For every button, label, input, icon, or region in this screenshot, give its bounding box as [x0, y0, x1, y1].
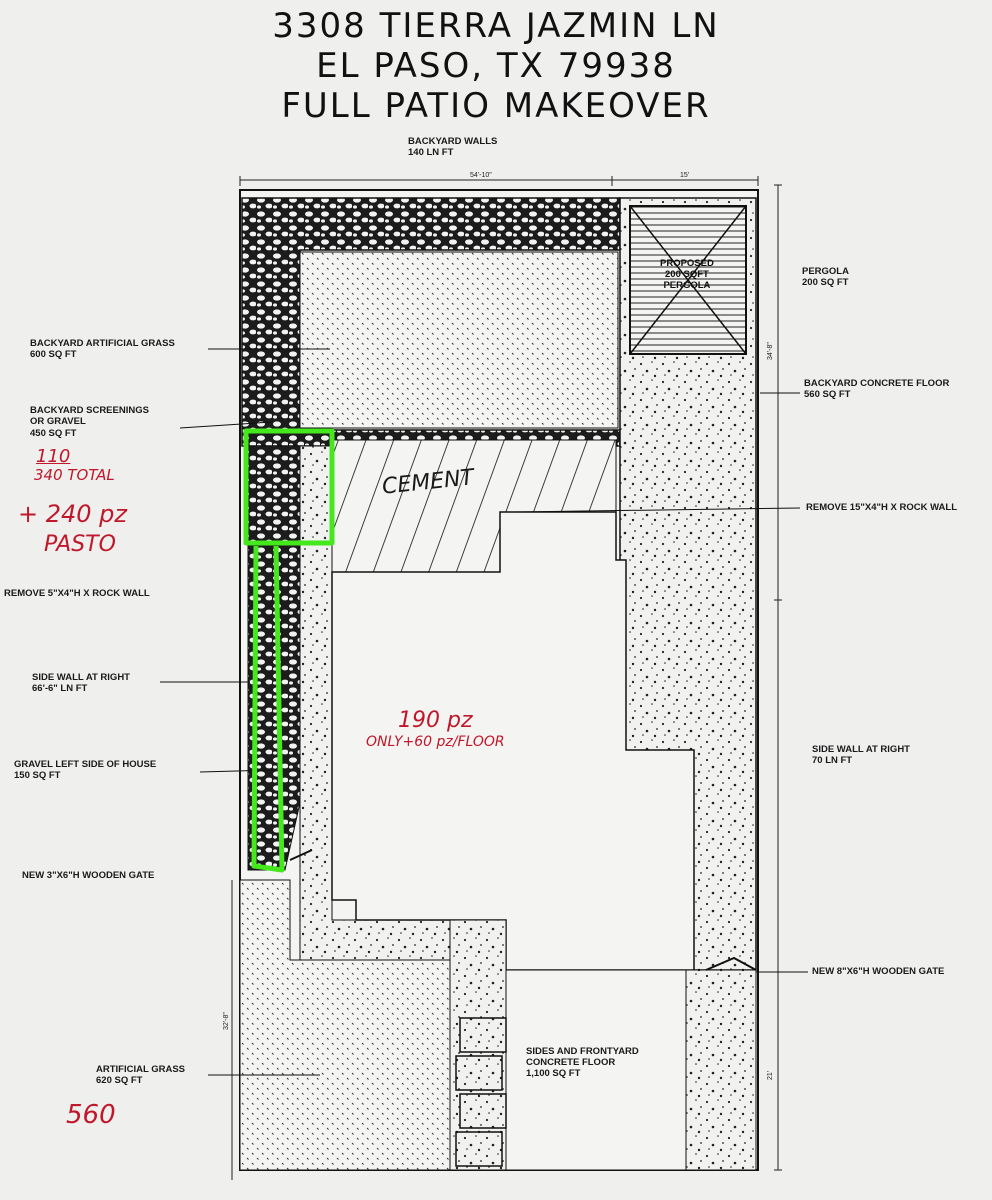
label-remove-5x4-rock-wall: REMOVE 5"X4"H X ROCK WALL: [4, 588, 150, 599]
label-new-3x6-gate: NEW 3"X6"H WOODEN GATE: [22, 870, 155, 881]
gate-8x6-mark: [705, 956, 757, 971]
value-artificial-grass-front: 620 SQ FT: [96, 1075, 143, 1086]
dim-top-left: 54'-10": [470, 172, 492, 179]
value-backyard-artificial-grass: 600 SQ FT: [30, 349, 77, 360]
dimension-lines: [231, 176, 782, 1180]
value-backyard-concrete-floor: 560 SQ FT: [804, 389, 851, 400]
title-project: FULL PATIO MAKEOVER: [281, 86, 711, 126]
backyard-walls-label: BACKYARD WALLS: [408, 136, 498, 147]
title-city: EL PASO, TX 79938: [316, 46, 676, 86]
label-backyard-concrete-floor: BACKYARD CONCRETE FLOOR: [804, 378, 950, 389]
label-remove-15x4-rock-wall: REMOVE 15"X4"H X ROCK WALL: [806, 502, 958, 513]
backyard-grass-area: [299, 251, 619, 429]
sides-frontyard-value: 1,100 SQ FT: [526, 1068, 581, 1079]
frontyard-concrete-floor: [505, 969, 687, 1171]
green-highlight: [243, 428, 335, 873]
dim-right-upper: 34'-8": [767, 342, 774, 360]
leader-lines: [160, 348, 808, 1076]
handwritten-560: 560: [66, 1100, 116, 1130]
label-new-8x6-gate: NEW 8"X6"H WOODEN GATE: [812, 966, 945, 977]
dim-left-lower: 32'-8": [223, 1012, 230, 1030]
handwritten-plus-240: + 240 pz: [18, 500, 128, 528]
driveway-strip: [685, 969, 757, 1171]
value-side-wall-right: 70 LN FT: [812, 755, 853, 766]
label-side-wall-right: SIDE WALL AT RIGHT: [812, 744, 910, 755]
dim-right-lower: 21': [767, 1071, 774, 1080]
handwritten-only-floor: ONLY+60 pz/FLOOR: [366, 734, 505, 750]
handwritten-110: 110: [36, 446, 71, 467]
pergola-inner-label: PROPOSED 200 SQFT PERGOLA: [660, 258, 714, 291]
title-address: 3308 TIERRA JAZMIN LN: [272, 6, 720, 46]
handwritten-340-total: 340 TOTAL: [34, 466, 115, 484]
stepping-stones: [455, 1017, 507, 1167]
label-gravel-left-side: GRAVEL LEFT SIDE OF HOUSE: [14, 759, 157, 770]
handwritten-pasto: PASTO: [44, 532, 116, 557]
label-pergola: PERGOLA: [802, 266, 849, 277]
handwritten-190: 190 pz: [398, 708, 473, 733]
backyard-walls-value: 140 LN FT: [408, 147, 454, 158]
sides-frontyard-label: SIDES AND FRONTYARD CONCRETE FLOOR: [526, 1046, 639, 1068]
gate-3x6-mark: [289, 849, 313, 861]
dim-top-right: 15': [680, 172, 689, 179]
label-backyard-screenings: BACKYARD SCREENINGS OR GRAVEL: [30, 405, 149, 427]
label-backyard-artificial-grass: BACKYARD ARTIFICIAL GRASS: [30, 338, 175, 349]
value-pergola: 200 SQ FT: [802, 277, 849, 288]
value-gravel-left-side: 150 SQ FT: [14, 770, 61, 781]
value-side-wall-left: 66'-6" LN FT: [32, 683, 88, 694]
label-artificial-grass-front: ARTIFICIAL GRASS: [96, 1064, 186, 1075]
label-side-wall-left: SIDE WALL AT RIGHT: [32, 672, 130, 683]
value-backyard-screenings: 450 SQ FT: [30, 428, 77, 439]
